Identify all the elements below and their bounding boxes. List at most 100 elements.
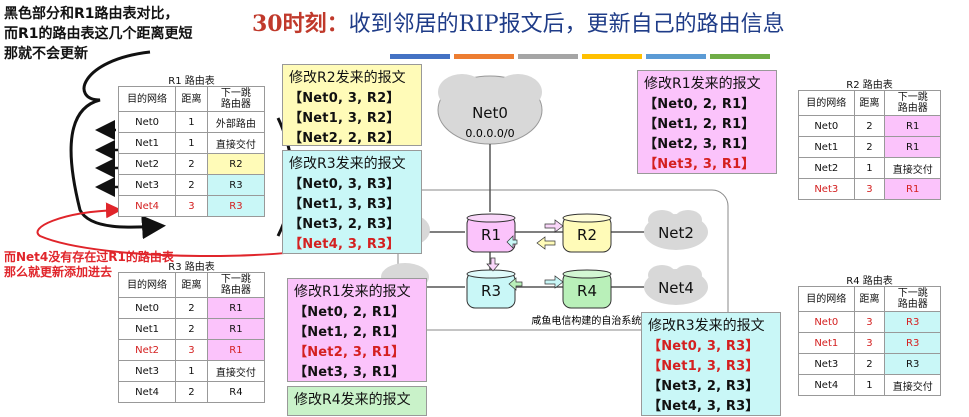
- router-r1: R1: [466, 213, 516, 253]
- panel-from-r4: 修改R4发来的报文: [287, 386, 427, 416]
- table-cell-next: 直接交付: [206, 132, 266, 154]
- panel-from-r1-bottom: 修改R1发来的报文【Net0, 2, R1】【Net1, 2, R1】【Net2…: [287, 278, 427, 382]
- table-cell-dest: Net2: [117, 339, 177, 361]
- table-cell-next: R1: [884, 178, 941, 200]
- table-cell-dist: 1: [175, 132, 208, 154]
- as-label: 咸鱼电信构建的自治系统AS: [531, 314, 654, 327]
- table-cell-dist: 3: [175, 195, 208, 217]
- r4-label: R4: [577, 282, 597, 300]
- net0-label: Net0: [472, 104, 508, 122]
- panel-entry: 【Net1, 3, R3】: [648, 359, 759, 374]
- panel-entry: 【Net0, 2, R1】: [644, 97, 755, 112]
- panel-entry: 【Net1, 3, R2】: [289, 111, 400, 126]
- network-diagram: Net0 0.0.0.0/0 R1 R2 R3 R4: [36, 50, 729, 331]
- table-cell-dist: 2: [853, 353, 886, 375]
- table-header-dist: 距离: [853, 286, 886, 312]
- table-header-dest: 目的网络: [798, 90, 855, 116]
- panel-header: 修改R3发来的报文: [648, 318, 765, 334]
- panel-entry: 【Net3, 2, R3】: [289, 217, 400, 232]
- table-cell-dist: 2: [175, 381, 208, 403]
- table-cell-dest: Net4: [798, 374, 855, 396]
- color-strip-segment: [646, 54, 706, 59]
- panel-entry: 【Net0, 3, R3】: [648, 339, 759, 354]
- panel-entry: 【Net3, 2, R3】: [648, 379, 759, 394]
- table-cell-dist: 3: [853, 311, 886, 333]
- table-cell-dest: Net4: [117, 195, 177, 217]
- r1-table-caption: R1 路由表: [168, 76, 215, 87]
- table-cell-next: R1: [206, 318, 266, 340]
- net4-cloud: Net4: [644, 265, 708, 305]
- table-cell-dist: 2: [853, 136, 886, 158]
- table-cell-next: R3: [884, 311, 941, 333]
- r2-table-caption: R2 路由表: [846, 80, 893, 91]
- r3-table-caption: R3 路由表: [168, 262, 215, 273]
- table-cell-dest: Net0: [798, 115, 855, 137]
- table-cell-dest: Net1: [798, 332, 855, 354]
- table-cell-next: 直接交付: [206, 360, 266, 382]
- panel-entry: 【Net0, 2, R1】: [294, 305, 405, 320]
- router-r3: R3: [466, 269, 516, 309]
- add-net4-note: 而Net4没有存在过R1的路由表 那么就更新添加进去: [4, 250, 174, 279]
- table-cell-dist: 3: [175, 339, 208, 361]
- r1-to-r3-arrow: [486, 257, 500, 272]
- table-cell-next: R2: [206, 153, 266, 175]
- table-header-dest: 目的网络: [798, 286, 855, 312]
- table-cell-dest: Net0: [117, 111, 177, 133]
- net2-label: Net2: [658, 224, 694, 242]
- r1-label: R1: [481, 226, 501, 244]
- panel-entry: 【Net4, 3, R3】: [289, 237, 400, 252]
- table-cell-next: R1: [206, 297, 266, 319]
- table-header-next: 下一跳 路由器: [884, 286, 941, 312]
- table-cell-dist: 1: [853, 157, 886, 179]
- panel-from-r2: 修改R2发来的报文【Net0, 3, R2】【Net1, 3, R2】【Net2…: [282, 64, 422, 146]
- table-cell-next: 直接交付: [884, 374, 941, 396]
- color-strip-segment: [518, 54, 578, 59]
- panel-header: 修改R1发来的报文: [644, 76, 761, 92]
- as-boundary: [397, 189, 729, 331]
- r1-to-r2-arrow: [544, 219, 564, 233]
- table-cell-next: R3: [206, 174, 266, 196]
- r2-to-r1-arrow: [536, 236, 556, 250]
- table-header-dist: 距离: [175, 272, 208, 298]
- panel-header: 修改R1发来的报文: [294, 284, 411, 300]
- table-cell-next: R1: [884, 136, 941, 158]
- panel-entry: 【Net2, 2, R2】: [289, 131, 400, 146]
- table-cell-next: R4: [206, 381, 266, 403]
- table-cell-dist: 2: [175, 153, 208, 175]
- table-header-dist: 距离: [853, 90, 886, 116]
- panel-entry: 【Net4, 3, R3】: [648, 399, 759, 414]
- table-cell-next: 外部路由: [206, 111, 266, 133]
- panel-entry: 【Net0, 3, R2】: [289, 91, 400, 106]
- color-strip-segment: [582, 54, 642, 59]
- table-cell-dest: Net2: [798, 157, 855, 179]
- color-strip-segment: [390, 54, 450, 59]
- table-header-dest: 目的网络: [117, 86, 177, 112]
- table-cell-dest: Net1: [798, 136, 855, 158]
- comparison-brace: [69, 50, 166, 240]
- page-title: 30时刻：收到邻居的RIP报文后，更新自己的路由信息: [252, 11, 785, 37]
- table-cell-next: R1: [884, 115, 941, 137]
- table-cell-dest: Net3: [798, 178, 855, 200]
- r2-label: R2: [577, 226, 597, 244]
- panel-from-r1-top: 修改R1发来的报文【Net0, 2, R1】【Net1, 2, R1】【Net2…: [637, 70, 777, 174]
- table-cell-dist: 2: [853, 115, 886, 137]
- table-cell-dist: 3: [853, 332, 886, 354]
- panel-header: 修改R3发来的报文: [289, 156, 406, 172]
